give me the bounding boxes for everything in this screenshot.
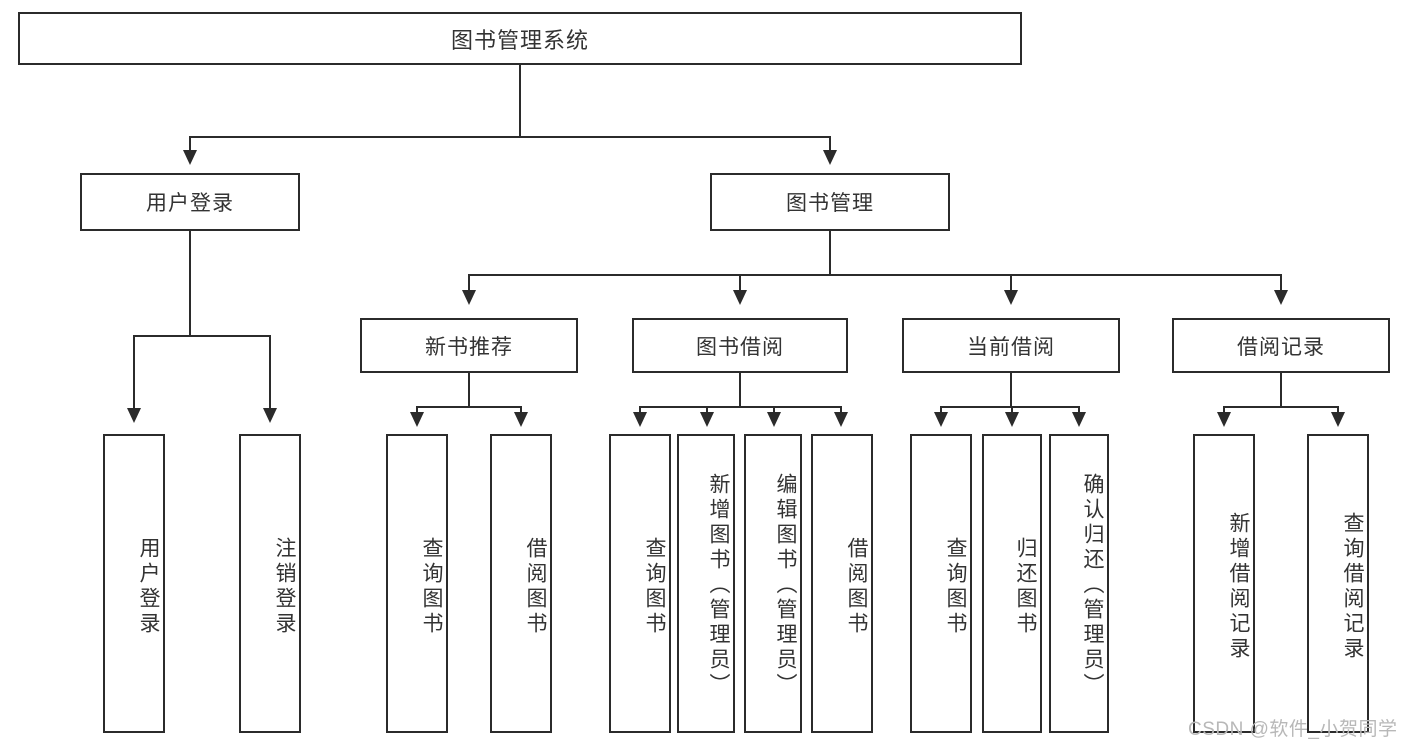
arrowhead-leaf-5 (633, 412, 647, 427)
node-leaf-borrow-book-1[interactable]: 借阅图书 (490, 434, 552, 733)
connector-current-borrow-to-leaf-11 (1078, 406, 1080, 414)
arrowhead-leaf-8 (834, 412, 848, 427)
node-leaf-user-login[interactable]: 用户登录 (103, 434, 165, 733)
arrowhead-new-book-rec (462, 290, 476, 305)
connector-root-to-user-login (189, 136, 191, 152)
connector-new-book-rec-to-leaf-3 (416, 406, 418, 414)
connector-current-borrow-to-leaf-10 (1011, 406, 1013, 414)
node-leaf-confirm-return-admin[interactable]: 确认归还（管理员） (1049, 434, 1109, 733)
connector-book-borrow-to-leaf-5 (639, 406, 641, 414)
connector-root-to-book-manage (829, 136, 831, 152)
connector-user-login-bus (133, 335, 271, 337)
node-book-borrow[interactable]: 图书借阅 (632, 318, 848, 373)
node-borrow-record[interactable]: 借阅记录 (1172, 318, 1390, 373)
connector-book-borrow-to-leaf-7 (773, 406, 775, 414)
arrowhead-leaf-4 (514, 412, 528, 427)
arrowhead-book-borrow (733, 290, 747, 305)
connector-root-bus (189, 136, 831, 138)
arrowhead-leaf-12 (1217, 412, 1231, 427)
arrowhead-leaf-10 (1005, 412, 1019, 427)
node-current-borrow[interactable]: 当前借阅 (902, 318, 1120, 373)
connector-current-borrow-stem (1010, 373, 1012, 407)
connector-book-borrow-to-leaf-8 (840, 406, 842, 414)
node-leaf-edit-book-admin[interactable]: 编辑图书（管理员） (744, 434, 802, 733)
connector-borrow-record-stem (1280, 373, 1282, 407)
arrowhead-current-borrow (1004, 290, 1018, 305)
connector-new-book-rec-to-leaf-4 (520, 406, 522, 414)
arrowhead-leaf-1 (127, 408, 141, 423)
arrowhead-book-manage (823, 150, 837, 165)
connector-current-borrow-bus (940, 406, 1080, 408)
node-leaf-query-book-2[interactable]: 查询图书 (609, 434, 671, 733)
arrowhead-leaf-13 (1331, 412, 1345, 427)
connector-borrow-record-bus (1223, 406, 1339, 408)
arrowhead-borrow-record (1274, 290, 1288, 305)
node-book-manage[interactable]: 图书管理 (710, 173, 950, 231)
connector-book-borrow-to-leaf-6 (706, 406, 708, 414)
connector-current-borrow-to-leaf-9 (940, 406, 942, 414)
connector-borrow-record-to-leaf-12 (1223, 406, 1225, 414)
connector-borrow-record-to-leaf-13 (1337, 406, 1339, 414)
node-leaf-add-book-admin[interactable]: 新增图书（管理员） (677, 434, 735, 733)
node-leaf-logout[interactable]: 注销登录 (239, 434, 301, 733)
node-leaf-borrow-book-2[interactable]: 借阅图书 (811, 434, 873, 733)
connector-book-manage-to-borrow-record (1280, 274, 1282, 292)
node-leaf-add-borrow-record[interactable]: 新增借阅记录 (1193, 434, 1255, 733)
node-root-system[interactable]: 图书管理系统 (18, 12, 1022, 65)
node-user-login[interactable]: 用户登录 (80, 173, 300, 231)
connector-book-borrow-stem (739, 373, 741, 407)
connector-book-manage-to-new-book-rec (468, 274, 470, 292)
arrowhead-leaf-9 (934, 412, 948, 427)
connector-user-login-stem (189, 231, 191, 336)
connector-user-login-to-leaf-1 (133, 335, 135, 410)
connector-book-borrow-bus (639, 406, 842, 408)
node-new-book-rec[interactable]: 新书推荐 (360, 318, 578, 373)
connector-new-book-rec-bus (416, 406, 522, 408)
connector-book-manage-bus (468, 274, 1282, 276)
connector-root-stem (519, 65, 521, 137)
arrowhead-leaf-11 (1072, 412, 1086, 427)
node-leaf-query-book-1[interactable]: 查询图书 (386, 434, 448, 733)
arrowhead-leaf-2 (263, 408, 277, 423)
node-leaf-query-borrow-record[interactable]: 查询借阅记录 (1307, 434, 1369, 733)
watermark-csdn: CSDN @软件_小贺同学 (1188, 719, 1398, 740)
arrowhead-user-login (183, 150, 197, 165)
connector-book-manage-to-book-borrow (739, 274, 741, 292)
connector-book-manage-to-current-borrow (1010, 274, 1012, 292)
connector-book-manage-stem (829, 231, 831, 275)
node-leaf-query-book-3[interactable]: 查询图书 (910, 434, 972, 733)
arrowhead-leaf-6 (700, 412, 714, 427)
node-leaf-return-book[interactable]: 归还图书 (982, 434, 1042, 733)
connector-new-book-rec-stem (468, 373, 470, 407)
arrowhead-leaf-7 (767, 412, 781, 427)
arrowhead-leaf-3 (410, 412, 424, 427)
connector-user-login-to-leaf-2 (269, 335, 271, 410)
